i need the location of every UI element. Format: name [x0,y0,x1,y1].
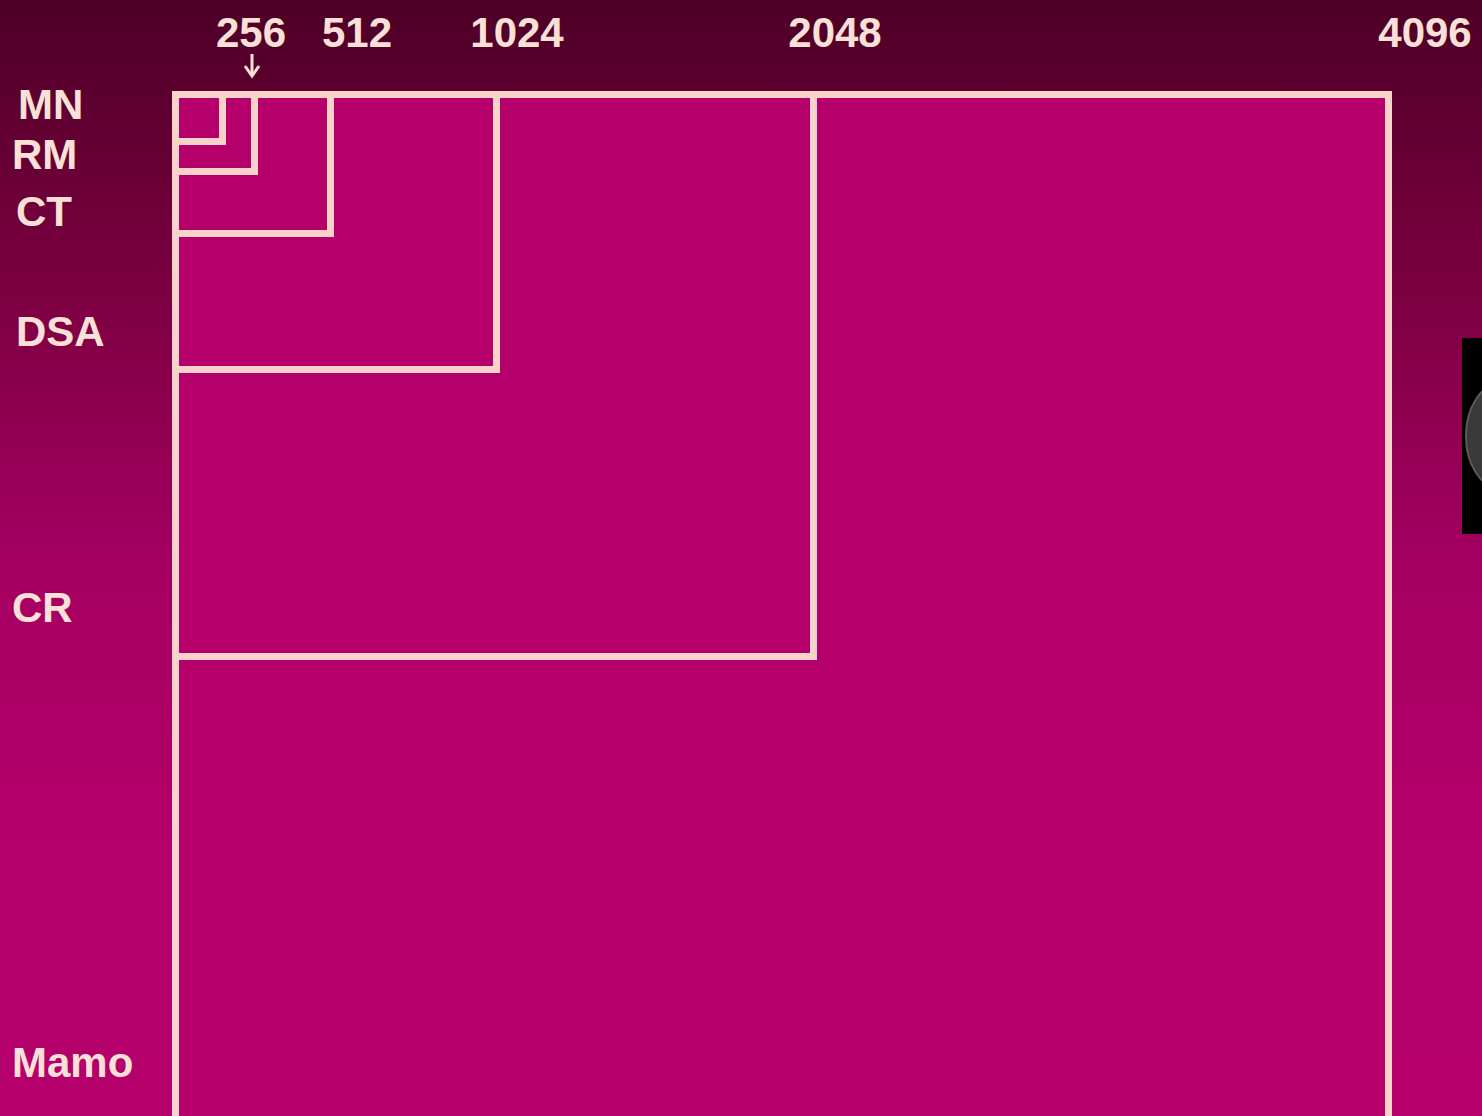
matrix-size-label: 1024 [470,12,563,54]
modality-label: MN [18,84,83,126]
matrix-size-box: Mamo4096CR2048DSA1024CT512RM256MN [172,91,1392,1116]
matrix-size-box: RM256MN [172,91,258,175]
matrix-size-box: MN [172,91,226,145]
arrow-shaft [251,54,254,75]
matrix-size-box: CR2048DSA1024CT512RM256MN [172,91,817,660]
pointer-arrow [245,54,259,76]
matrix-size-label: 4096 [1378,12,1471,54]
modality-label: RM [12,134,77,176]
matrix-size-label: 256 [216,12,286,54]
arrow-head [245,66,259,76]
image-object [1466,384,1482,488]
modality-label: CR [12,587,73,629]
sample-image [1462,338,1482,534]
modality-label: CT [16,191,72,233]
matrix-size-box: CT512RM256MN [172,91,334,237]
matrix-size-box: DSA1024CT512RM256MN [172,91,500,373]
modality-label: Mamo [12,1042,133,1084]
modality-label: DSA [16,311,105,353]
matrix-size-label: 2048 [788,12,881,54]
matrix-size-label: 512 [322,12,392,54]
